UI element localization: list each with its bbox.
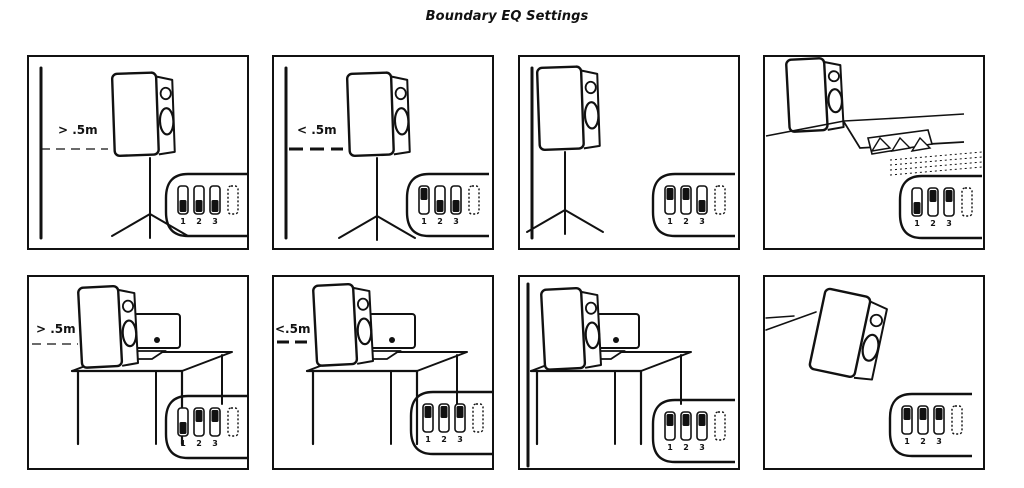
scenario-panel-stand-wall-far: > .5m 1 2 3 [27, 55, 249, 250]
dip-switch-label: 1 [180, 439, 186, 448]
dip-switch: 1 [422, 403, 434, 444]
dip-switch-label: 2 [437, 217, 443, 226]
dip-switch-label: 2 [196, 439, 202, 448]
dip-switch-block: 1 2 3 [898, 174, 983, 240]
scenario-panel-desk-wall-far: > .5m 1 2 3 [27, 275, 249, 470]
dip-switch-label: 2 [930, 219, 936, 228]
dip-switch: 2 [680, 185, 692, 226]
speaker-icon [808, 287, 888, 381]
dip-switch-block: 1 2 3 [164, 394, 249, 460]
distance-label: < .5m [297, 123, 337, 137]
dip-switch: 2 [917, 405, 929, 446]
dip-switch-label: 3 [212, 439, 218, 448]
dip-switch: 1 [664, 185, 676, 226]
speaker-icon [540, 286, 603, 371]
dip-switch: 2 [438, 403, 450, 444]
dip-switch: 2 [193, 407, 205, 448]
dip-switch: 3 [454, 403, 466, 444]
dip-switch: 3 [933, 405, 945, 446]
dip-switch: 1 [664, 411, 676, 452]
dip-switch-label: 2 [683, 443, 689, 452]
dip-switch: 1 [418, 185, 430, 226]
speaker-icon [345, 71, 411, 157]
dip-switch-block: 1 2 3 [651, 398, 736, 464]
dip-switch-label: 1 [425, 435, 431, 444]
distance-label: > .5m [58, 123, 98, 137]
distance-label: <.5m [275, 322, 310, 336]
dip-switch: 3 [696, 411, 708, 452]
dip-switch-block: 1 2 3 [164, 172, 249, 238]
dip-switch: 3 [450, 185, 462, 226]
dip-switch: 1 [177, 185, 189, 226]
dip-switch-block: 1 2 3 [651, 172, 736, 238]
dip-switch-label: 1 [914, 219, 920, 228]
speaker-icon [110, 71, 176, 157]
dip-switch: 1 [911, 187, 923, 228]
dip-switch: 3 [209, 185, 221, 226]
dip-switch: 1 [901, 405, 913, 446]
speaker-icon [77, 284, 140, 369]
scenario-panel-desk-wall-near: <.5m 1 2 3 [272, 275, 494, 470]
dip-switch: 2 [193, 185, 205, 226]
dip-switch: 3 [209, 407, 221, 448]
dip-switch: 3 [696, 185, 708, 226]
dip-switch-label: 3 [936, 437, 942, 446]
speaker-icon [785, 57, 845, 133]
scenario-panel-console: 1 2 3 [763, 55, 985, 250]
dip-switch-block: 1 2 3 [409, 390, 494, 456]
dip-switch-label: 3 [699, 443, 705, 452]
console-icon [765, 113, 965, 137]
scenario-panel-desk-corner: 1 2 3 [518, 275, 740, 470]
page-title: Boundary EQ Settings [425, 9, 589, 24]
scenario-panel-stand-corner: 1 2 3 [518, 55, 740, 250]
scenario-panel-wall-mount: 1 2 3 [763, 275, 985, 470]
dip-switch-label: 3 [457, 435, 463, 444]
dip-switch-label: 2 [683, 217, 689, 226]
dip-switch: 2 [434, 185, 446, 226]
speaker-icon [312, 282, 375, 367]
dip-switch-label: 1 [667, 217, 673, 226]
desk-icon [305, 313, 468, 446]
panel-frame [27, 275, 249, 470]
dip-switch-label: 3 [212, 217, 218, 226]
dip-switch-label: 3 [453, 217, 459, 226]
dip-switch: 1 [177, 407, 189, 448]
dip-switch-label: 1 [421, 217, 427, 226]
dip-switch: 2 [680, 411, 692, 452]
dip-switch-label: 2 [196, 217, 202, 226]
desk-icon [529, 313, 692, 446]
dip-switch-block: 1 2 3 [405, 172, 490, 238]
dip-switch: 3 [943, 187, 955, 228]
dip-switch-label: 3 [699, 217, 705, 226]
dip-switch-block: 1 2 3 [888, 392, 973, 458]
dip-switch-label: 1 [180, 217, 186, 226]
dip-switch-label: 1 [667, 443, 673, 452]
dip-switch-label: 3 [946, 219, 952, 228]
dip-switch: 2 [927, 187, 939, 228]
dip-switch-label: 1 [904, 437, 910, 446]
dip-switch-label: 2 [920, 437, 926, 446]
speaker-icon [535, 65, 601, 151]
dip-switch-label: 2 [441, 435, 447, 444]
distance-label: > .5m [36, 322, 76, 336]
scenario-panel-stand-wall-near: < .5m 1 2 3 [272, 55, 494, 250]
